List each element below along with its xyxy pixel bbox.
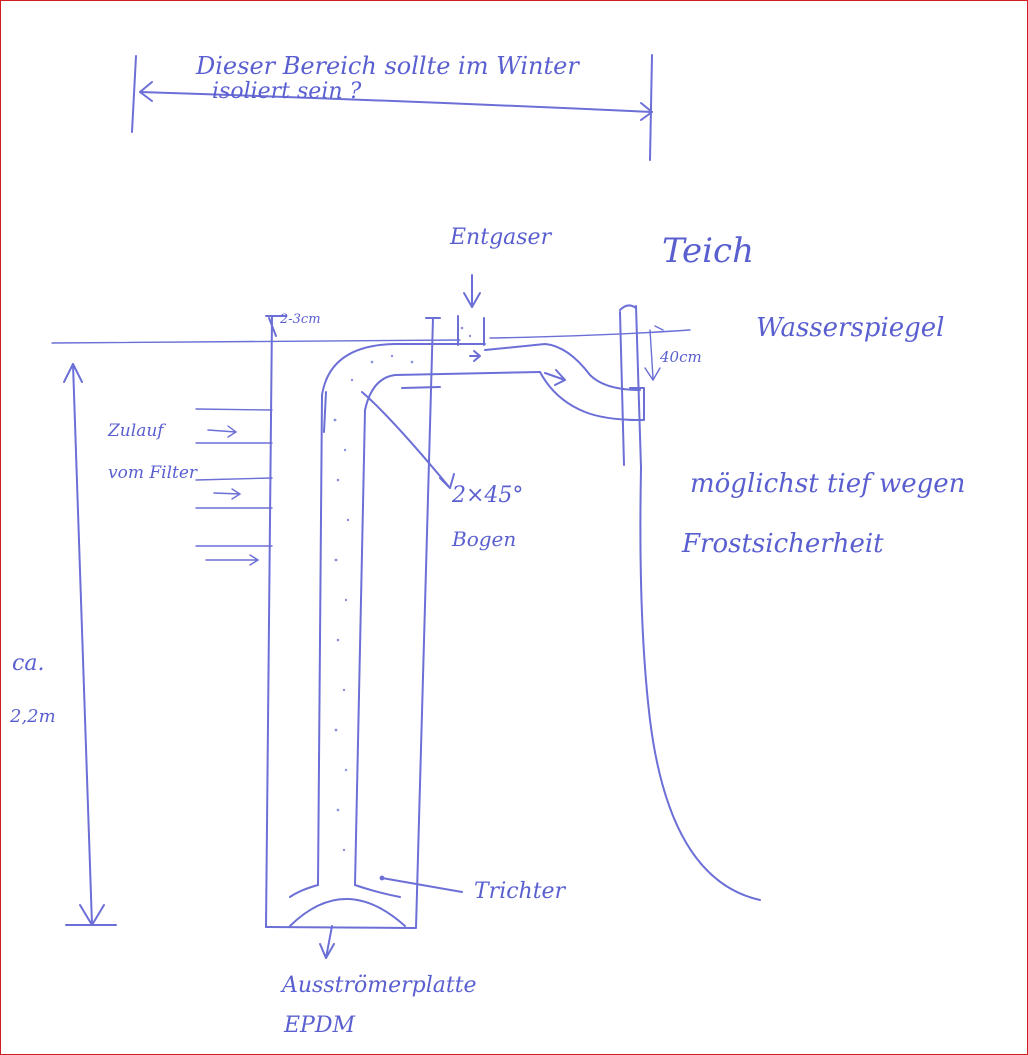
top-note-line2: isoliert sein ? [212, 79, 362, 104]
deep-note-line2: Frostsicherheit [681, 529, 884, 559]
zulauf-label-line2: vom Filter [108, 463, 198, 483]
height-dimension-arrow [63, 363, 117, 926]
plate-label-line1: Ausströmerplatte [280, 973, 477, 998]
height-label-line1: ca. [12, 651, 44, 676]
wasserspiegel-label: Wasserspiegel [756, 313, 945, 343]
water-level-line [51, 329, 691, 344]
funnel-diffuser [289, 884, 406, 959]
zulauf-label-line1: Zulauf [107, 421, 166, 441]
depth-40cm-arrow [644, 325, 664, 382]
pond-wall-outlet [619, 304, 645, 469]
top-dimension-bracket [131, 54, 653, 161]
pond-bank [639, 467, 761, 901]
depth-40cm-label: 40cm [659, 348, 702, 366]
plate-label-line2: EPDM [283, 1013, 356, 1038]
bogen-label-line2: Bogen [451, 527, 516, 551]
trichter-leader [381, 877, 463, 893]
bogen-leader [361, 391, 455, 489]
filter-chamber [265, 315, 441, 929]
gap-2-3cm-label: 2-3cm [279, 312, 321, 327]
riser-pipe [317, 343, 641, 886]
foam-stipple [333, 326, 472, 852]
teich-label: Teich [662, 231, 754, 271]
bogen-label-line1: 2×45° [451, 483, 523, 508]
trichter-label: Trichter [474, 879, 567, 904]
trichter-leader-dot [379, 875, 385, 881]
entgaser-label: Entgaser [449, 225, 553, 250]
top-note-line1: Dieser Bereich sollte im Winter [195, 52, 580, 80]
vent-entgaser [457, 274, 485, 346]
inflow-arrows [195, 408, 273, 566]
height-label-line2: 2,2m [9, 706, 56, 727]
deep-note-line1: möglichst tief wegen [690, 469, 965, 499]
